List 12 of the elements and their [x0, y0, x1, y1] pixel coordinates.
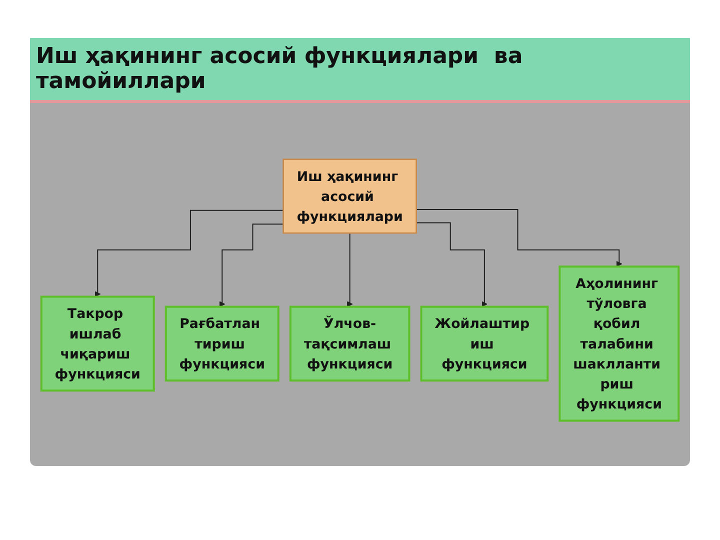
node-box: Ўлчов-тақсимлаш функцияси [289, 306, 410, 382]
node-box: Иш ҳақининг асосий функциялари [282, 158, 417, 234]
node-box: Такрор ишлаб чиқариш функцияси [40, 296, 155, 392]
arrow [219, 224, 284, 308]
arrow [346, 232, 353, 308]
arrow [416, 222, 488, 308]
node-box: Жойлаштир иш функцияси [420, 306, 549, 382]
arrow [94, 210, 284, 297]
node-box: Рағбатлан тириш функцияси [164, 306, 280, 382]
arrow [416, 208, 622, 267]
node-box: Аҳолининг тўловга қобил талабини шаклланти риш функцияси [558, 266, 680, 422]
slide-title: Иш ҳақининг асосий функциялари ва тамойиллари [30, 38, 690, 103]
